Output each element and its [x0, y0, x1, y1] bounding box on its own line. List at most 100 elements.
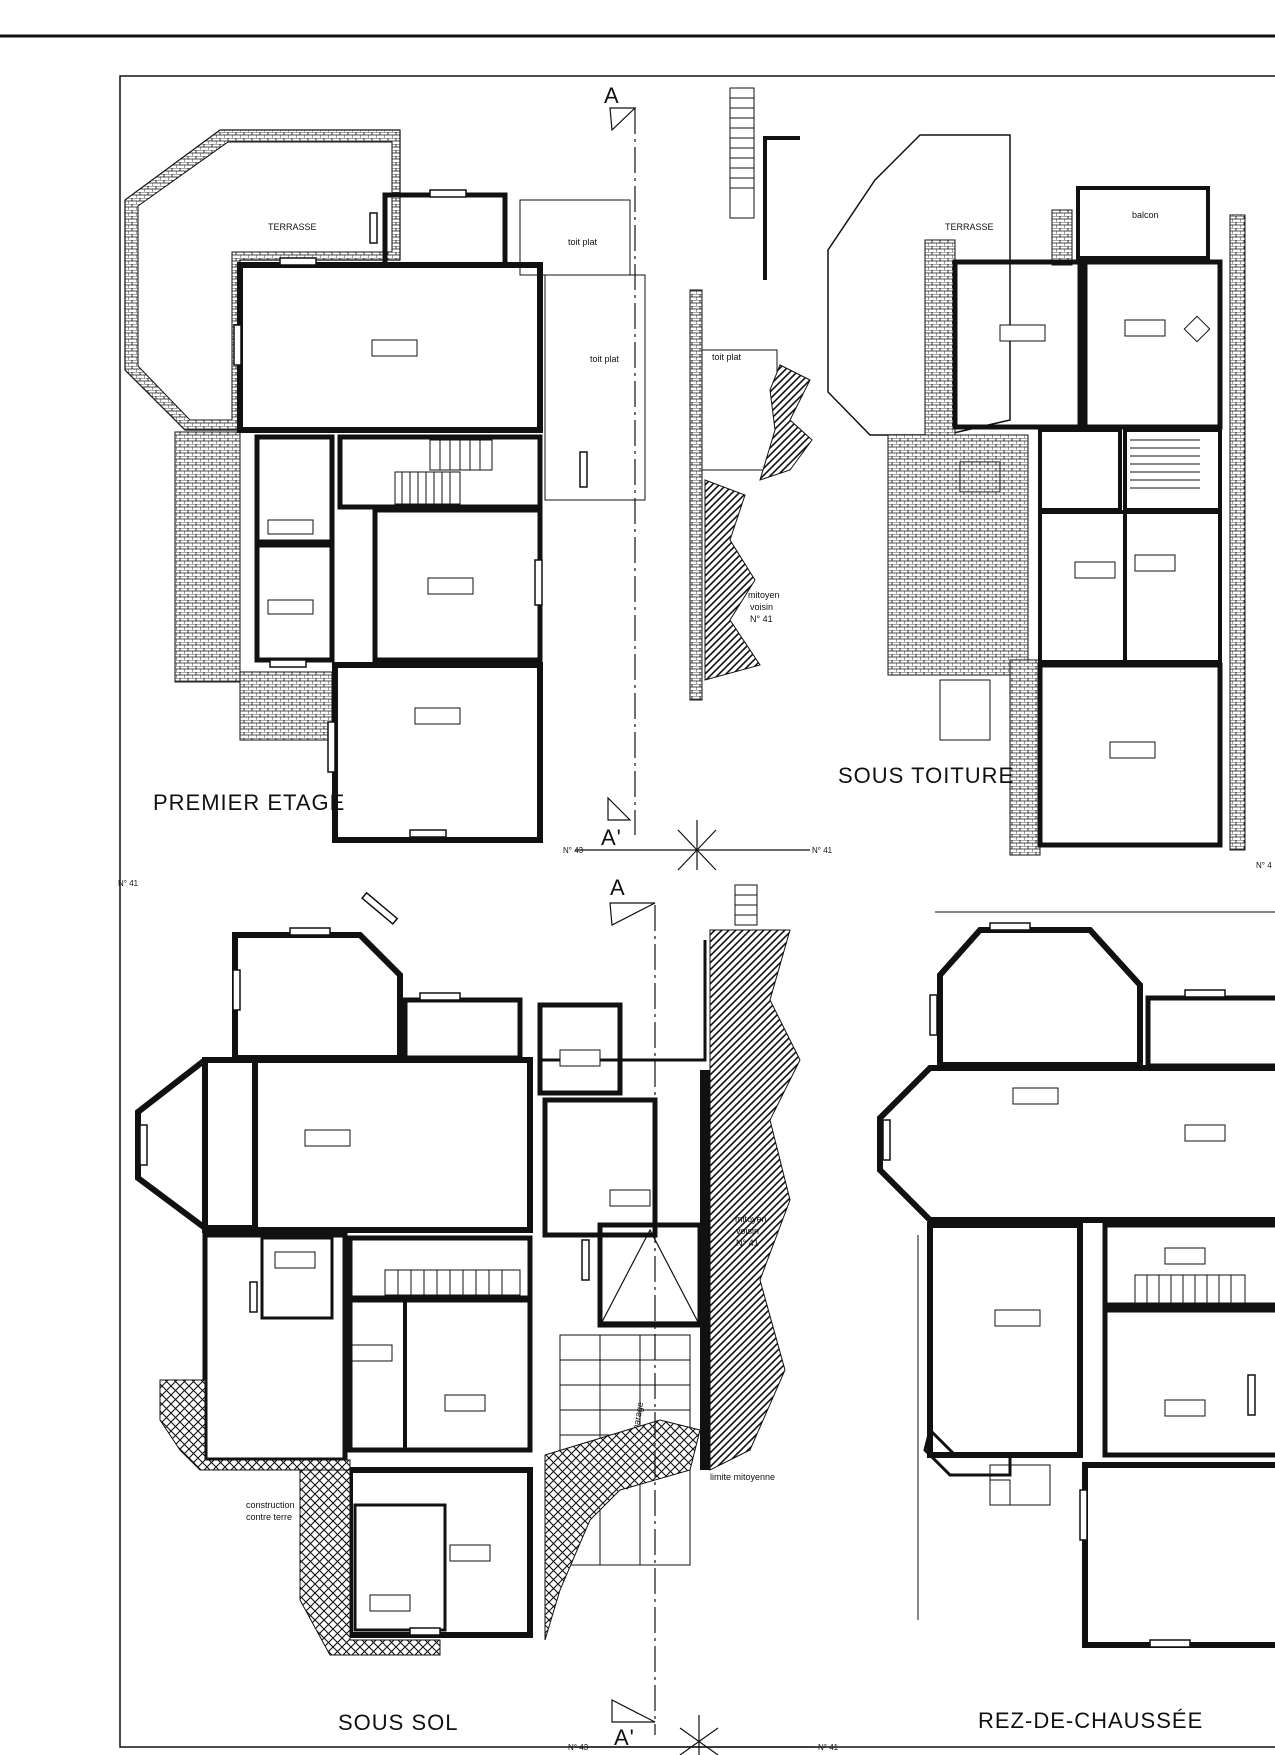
windows-rdc	[882, 922, 1256, 1648]
room-w1	[254, 434, 335, 545]
label-construction: construction	[246, 1500, 295, 1510]
label-voisin-2: voisin	[736, 1226, 759, 1236]
st-south-box	[939, 679, 991, 741]
ss-ramp-arrow	[601, 1228, 699, 1323]
plan-sous-sol: rampe d'accès garage mitoyen voisin N° 4…	[135, 875, 839, 1755]
label-voisin-1: voisin	[750, 602, 773, 612]
toit-plat-2	[544, 274, 646, 501]
label-terrasse-st: TERRASSE	[945, 222, 994, 232]
ss-cellar-box	[260, 1236, 334, 1320]
rdc-sw-room	[927, 1222, 1083, 1458]
exterior-stair-top	[729, 87, 800, 280]
balcony	[1076, 186, 1210, 260]
brick-upper	[924, 239, 956, 441]
ss-room-south-inner	[353, 1503, 447, 1632]
st-small-box	[959, 461, 1001, 493]
brick-wall-west	[174, 431, 241, 683]
ss-front-bay	[135, 1057, 258, 1231]
earth-south	[299, 1469, 441, 1656]
ss-ramp-box	[597, 1222, 703, 1328]
plan-premier-etage: TERRASSE toit plat toit plat toit plat	[124, 83, 833, 871]
ss-stair-treads	[384, 1269, 521, 1296]
rdc-salon	[877, 1065, 1275, 1223]
section-a-bottom-label-2: A'	[614, 1725, 635, 1750]
label-limite: limite mitoyenne	[710, 1472, 775, 1482]
plan-sous-toiture: balcon TERRASSE SOUS TOITURE	[827, 134, 1246, 856]
rdc-stair-hall	[1102, 1222, 1275, 1308]
section-a-top-label-2: A	[610, 875, 626, 900]
brick-east	[1229, 214, 1246, 851]
ss-north-mid	[402, 997, 523, 1061]
room-north	[382, 192, 508, 268]
neighbour-right-top: N° 41	[812, 846, 833, 855]
windows-ss	[139, 891, 590, 1636]
ss-party-wall	[700, 1070, 710, 1470]
label-contre-terre: contre terre	[246, 1512, 292, 1522]
section-line-a	[607, 107, 637, 835]
st-room-1	[952, 259, 1083, 430]
st-room-5	[1123, 510, 1222, 664]
rdc-entry-box	[989, 1479, 1011, 1506]
stair-hall	[337, 434, 543, 510]
section-line-a2	[609, 902, 656, 1735]
rdc-north-bay	[937, 927, 1143, 1068]
st-room-4	[1038, 510, 1127, 664]
label-no41-1: N° 41	[750, 614, 773, 624]
label-toit-plat-3: toit plat	[712, 352, 742, 362]
party-wall-brick	[689, 289, 703, 701]
neighbour-right-bottom: N° 41	[818, 1743, 839, 1752]
room-south	[332, 662, 543, 843]
brick-lower	[887, 434, 1029, 676]
ss-north-bay	[232, 932, 403, 1061]
rdc-sw-bay	[923, 1427, 1012, 1477]
section-a-bottom-label: A'	[601, 825, 622, 850]
st-room-3	[1038, 428, 1122, 512]
neighbour-hatch-2	[704, 479, 761, 681]
title-premier-etage: PREMIER ETAGE	[153, 790, 345, 815]
boundary-cross-bottom	[575, 1715, 815, 1755]
earth-west	[159, 1379, 351, 1471]
brick-wall-south	[239, 671, 333, 741]
room-tags-rdc	[994, 1087, 1226, 1417]
ss-garage-room	[542, 1097, 658, 1238]
st-room-2	[1082, 259, 1223, 430]
title-sous-sol: SOUS SOL	[338, 1710, 458, 1735]
neighbour-hatch-1	[759, 364, 813, 481]
ss-north-right	[537, 1002, 623, 1096]
room-tags-premier	[267, 339, 474, 725]
label-terrasse: TERRASSE	[268, 222, 317, 232]
section-a-top-label: A	[604, 83, 620, 108]
ss-room-small	[348, 1298, 407, 1452]
ss-room-mid	[347, 1297, 533, 1453]
terrasse-floor	[137, 141, 393, 421]
room-tags-st	[999, 319, 1176, 759]
brick-balcony	[1051, 209, 1073, 266]
neighbour-roof	[701, 349, 778, 471]
ss-cellar	[202, 1232, 348, 1463]
ss-neighbour-hatch	[709, 929, 801, 1471]
title-sous-toiture: SOUS TOITURE	[838, 763, 1014, 788]
stair-treads	[394, 439, 493, 505]
rdc-stair-treads	[1134, 1274, 1246, 1304]
rdc-north-right	[1145, 995, 1275, 1069]
label-toit-plat-2: toit plat	[590, 354, 620, 364]
plan-rez-de-chaussee: REZ-DE-CHAUSSÉE	[877, 911, 1275, 1733]
rdc-south-room	[1082, 1462, 1275, 1648]
label-mitoyen-1: mitoyen	[748, 590, 780, 600]
windows-premier	[233, 189, 588, 838]
st-room-6	[1037, 662, 1223, 848]
rdc-se-room	[1102, 1307, 1275, 1458]
label-mitoyen-2: mitoyen	[735, 1214, 767, 1224]
roof-outline	[827, 134, 1011, 436]
room-tags-ss	[274, 1049, 651, 1612]
brick-south	[1009, 659, 1041, 856]
margin-ref-left: N° 41	[118, 879, 139, 888]
rooflight	[1183, 315, 1211, 343]
st-stair-treads	[1130, 439, 1200, 489]
margin-ref-right: N° 4	[1256, 861, 1272, 870]
rdc-entry-steps	[989, 1464, 1051, 1506]
label-no41-2: N° 41	[736, 1238, 759, 1248]
neighbour-left-bottom: N° 43	[568, 1743, 589, 1752]
label-balcon: balcon	[1132, 210, 1159, 220]
